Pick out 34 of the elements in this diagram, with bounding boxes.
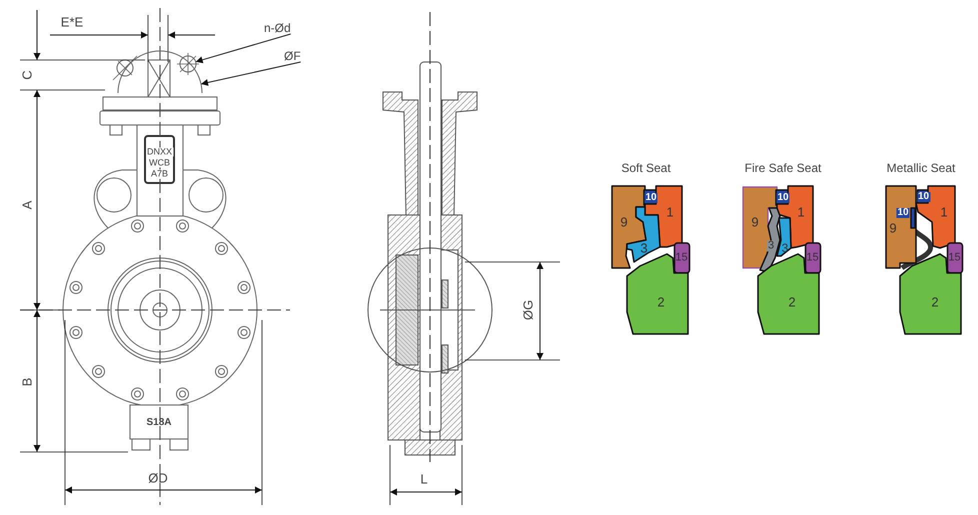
part-number: 1 — [666, 206, 674, 218]
part-number: 3 — [640, 242, 648, 254]
part-number: 10 — [916, 192, 930, 202]
dimension-label: C — [20, 70, 34, 80]
dimension-label: A — [20, 200, 34, 210]
part-number: 10 — [896, 208, 910, 218]
seat-title: Metallic Seat — [886, 162, 956, 174]
dimension-label: B — [20, 378, 34, 386]
part-number: 15 — [675, 252, 688, 264]
part-number: 2 — [657, 296, 665, 308]
dimension-label: n-Ød — [264, 22, 291, 34]
part-number: 15 — [806, 252, 819, 264]
leader-line — [195, 34, 292, 64]
part-number: 9 — [751, 216, 759, 228]
part-number: 9 — [889, 222, 897, 234]
nameplate-text: DNXX — [146, 148, 173, 156]
casting-mark: S18A — [146, 418, 172, 428]
leader-line — [200, 62, 302, 86]
part-number: 9 — [620, 216, 628, 228]
nameplate-text: A7B — [150, 170, 169, 178]
part-number: 1 — [797, 206, 805, 218]
part-number: 3 — [766, 240, 776, 252]
seat-title: Fire Safe Seat — [744, 162, 822, 174]
seat-title: Soft Seat — [621, 162, 671, 174]
dimension-label: E*E — [60, 16, 84, 28]
part-number: 2 — [931, 296, 939, 308]
part-number: 2 — [788, 296, 796, 308]
dimension-label: L — [420, 472, 428, 486]
part-number: 15 — [948, 252, 961, 264]
dimension-label: ØG — [522, 300, 534, 320]
dimension-label: ØF — [284, 50, 301, 62]
nameplate-text: WCB — [148, 158, 171, 168]
part-number: 1 — [940, 206, 948, 218]
part-number: 3 — [782, 242, 788, 254]
